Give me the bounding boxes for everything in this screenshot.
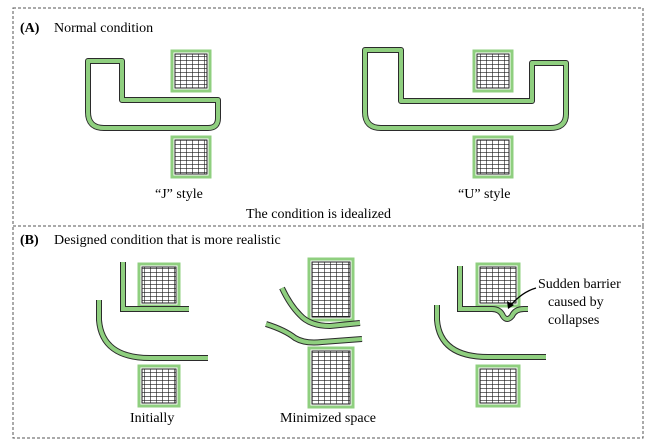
j-style-bottom-block — [170, 135, 212, 179]
panel-b-tag: (B) — [20, 233, 39, 248]
minimized-lower-rail — [265, 321, 363, 346]
collapse-upper-rail — [457, 266, 528, 322]
barrier-arrowhead — [507, 301, 514, 309]
caption-j-style: “J” style — [155, 187, 203, 202]
caption-initially: Initially — [130, 411, 174, 426]
j-style-top-block — [170, 49, 212, 93]
minimized-bottom-block — [307, 346, 355, 409]
j-style-path — [85, 58, 221, 131]
annotation-line-1: Sudden barrier — [538, 277, 621, 292]
initially-upper-rail — [120, 262, 189, 312]
initially-lower-rail — [96, 300, 208, 361]
barrier-arrow — [509, 287, 537, 307]
caption-minimized-space: Minimized space — [280, 411, 376, 426]
panel-a-footer: The condition is idealized — [246, 207, 391, 222]
u-style-top-block — [472, 49, 514, 93]
u-style-bottom-block — [472, 135, 514, 179]
panel-a-frame — [12, 7, 644, 227]
panel-b-frame — [12, 225, 644, 439]
panel-a-title: Normal condition — [54, 21, 153, 36]
collapse-lower-rail — [434, 305, 546, 360]
annotation-line-3: collapses — [548, 313, 599, 328]
caption-u-style: “U” style — [458, 187, 510, 202]
collapse-bottom-block — [475, 364, 521, 408]
annotation-line-2: caused by — [548, 295, 604, 310]
panel-b-title: Designed condition that is more realisti… — [54, 233, 281, 248]
initially-top-block — [137, 262, 181, 308]
u-style-path — [362, 47, 569, 131]
initially-bottom-block — [137, 364, 181, 408]
minimized-upper-rail — [279, 286, 361, 330]
collapse-top-block — [475, 262, 521, 308]
minimized-top-block — [307, 257, 355, 322]
panel-a-tag: (A) — [20, 21, 40, 36]
